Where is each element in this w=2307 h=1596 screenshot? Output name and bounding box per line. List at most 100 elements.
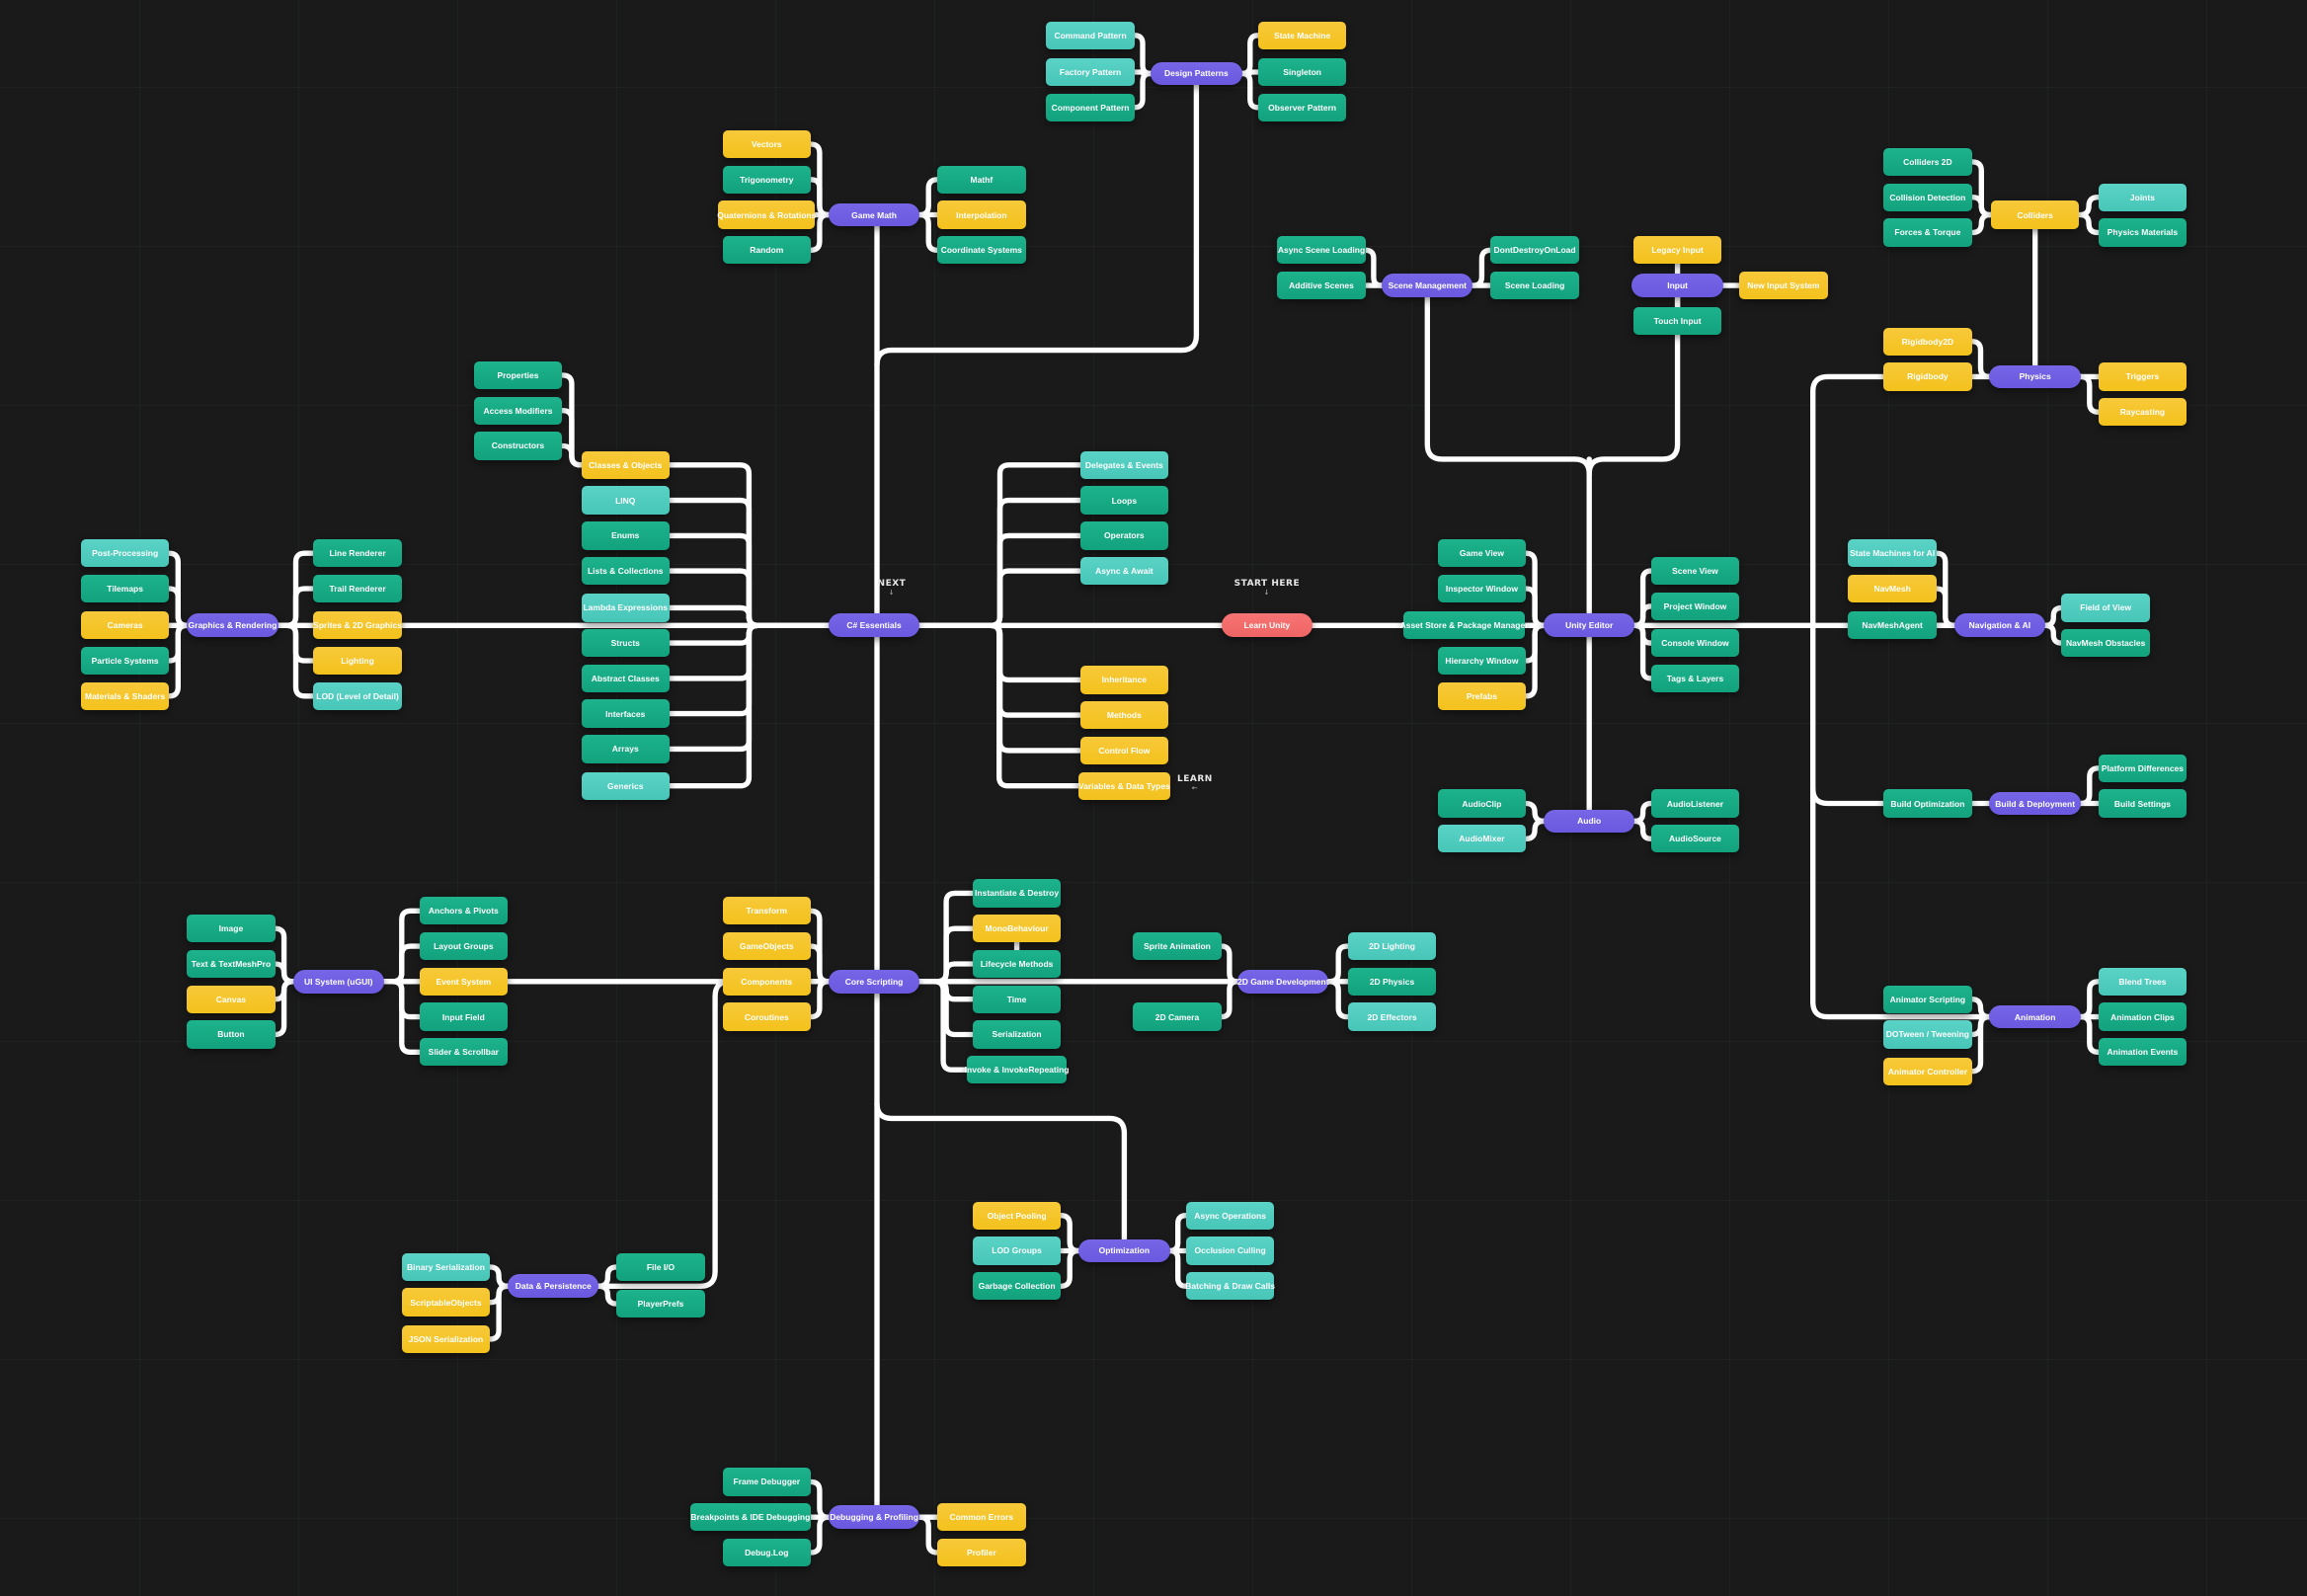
node-singleton[interactable]: Singleton [1257,57,1347,87]
node-generics[interactable]: Generics [581,771,670,800]
node-interfaces[interactable]: Interfaces [581,699,670,728]
node-fov[interactable]: Field of View [2061,594,2150,622]
node-async-scene[interactable]: Async Scene Loading [1277,236,1366,265]
node-transform[interactable]: Transform [722,897,811,925]
node-time[interactable]: Time [972,985,1062,1013]
node-physics[interactable]: Physics [1989,364,2081,389]
node-structs[interactable]: Structs [581,628,670,658]
node-audiolistener[interactable]: AudioListener [1650,789,1740,818]
node-animation-events[interactable]: Animation Events [2098,1038,2188,1067]
node-scene-view[interactable]: Scene View [1650,556,1740,586]
node-materials[interactable]: Materials & Shaders [80,681,170,710]
node-delegates[interactable]: Delegates & Events [1079,450,1169,479]
node-gc[interactable]: Garbage Collection [972,1272,1062,1301]
node-lists[interactable]: Lists & Collections [581,556,670,586]
node-cameras[interactable]: Cameras [80,611,170,640]
node-collision[interactable]: Collision Detection [1883,183,1972,211]
node-event-system[interactable]: Event System [419,967,509,996]
node-components[interactable]: Components [722,967,811,996]
node-profiler[interactable]: Profiler [937,1538,1026,1567]
node-text-tmp[interactable]: Text & TextMeshPro [187,949,276,979]
node-colliders[interactable]: Colliders [1990,200,2080,229]
node-build-opt[interactable]: Build Optimization [1883,789,1972,818]
node-lighting[interactable]: Lighting [313,646,402,676]
node-sprites[interactable]: Sprites & 2D Graphics [313,611,402,640]
node-asset-store[interactable]: Asset Store & Package Manager [1400,611,1529,640]
node-instantiate[interactable]: Instantiate & Destroy [972,879,1062,908]
node-tags-layers[interactable]: Tags & Layers [1650,664,1740,693]
node-control-flow[interactable]: Control Flow [1079,736,1169,765]
node-properties[interactable]: Properties [473,360,563,390]
node-enums[interactable]: Enums [581,521,670,550]
node-inspector[interactable]: Inspector Window [1437,574,1527,603]
node-build-settings[interactable]: Build Settings [2098,789,2188,818]
node-component-pattern[interactable]: Component Pattern [1046,93,1135,121]
node-audio[interactable]: Audio [1544,809,1635,834]
node-input[interactable]: Input [1631,274,1723,297]
node-variables[interactable]: Variables & Data Types [1078,771,1170,800]
node-json-ser[interactable]: JSON Serialization [401,1324,491,1354]
node-scene-mgmt[interactable]: Scene Management [1382,274,1473,297]
node-legacy-input[interactable]: Legacy Input [1632,236,1722,265]
node-state-ai[interactable]: State Machines for AI [1848,539,1937,568]
node-navmeshagent[interactable]: NavMeshAgent [1848,611,1937,640]
node-file-io[interactable]: File I/O [616,1252,705,1282]
node-trig[interactable]: Trigonometry [722,165,811,194]
node-frame-debugger[interactable]: Frame Debugger [722,1468,811,1496]
node-trail-renderer[interactable]: Trail Renderer [313,574,402,603]
node-playerprefs[interactable]: PlayerPrefs [616,1289,705,1318]
node-scriptable[interactable]: ScriptableObjects [401,1288,491,1317]
node-unity-editor[interactable]: Unity Editor [1544,613,1635,638]
node-gameobjects[interactable]: GameObjects [722,931,811,961]
node-tilemaps[interactable]: Tilemaps [80,574,170,603]
node-colliders2d[interactable]: Colliders 2D [1883,147,1972,177]
node-canvas[interactable]: Canvas [187,985,276,1013]
node-hierarchy[interactable]: Hierarchy Window [1437,646,1527,676]
node-state-machine[interactable]: State Machine [1257,21,1347,49]
node-physics2d[interactable]: 2D Physics [1347,967,1437,996]
node-lighting2d[interactable]: 2D Lighting [1347,931,1437,961]
node-physics-materials[interactable]: Physics Materials [2098,218,2188,247]
node-input-field[interactable]: Input Field [419,1002,509,1031]
node-blend-trees[interactable]: Blend Trees [2098,967,2188,996]
node-constructors[interactable]: Constructors [473,432,563,460]
node-nav[interactable]: Navigation & AI [1953,613,2046,638]
node-debugging[interactable]: Debugging & Profiling [828,1505,920,1530]
node-audioclip[interactable]: AudioClip [1437,789,1527,818]
node-console-window[interactable]: Console Window [1650,628,1740,658]
node-button[interactable]: Button [187,1020,276,1049]
node-coord-systems[interactable]: Coordinate Systems [937,236,1026,265]
node-platform[interactable]: Platform Differences [2098,754,2188,782]
node-joints[interactable]: Joints [2098,183,2188,211]
node-raycasting[interactable]: Raycasting [2098,398,2188,427]
node-audiosource[interactable]: AudioSource [1650,825,1740,853]
node-lod[interactable]: LOD (Level of Detail) [313,681,402,710]
node-rigidbody[interactable]: Rigidbody [1883,362,1972,391]
node-interpolation[interactable]: Interpolation [937,200,1026,229]
node-mathf[interactable]: Mathf [937,165,1026,194]
node-binary-ser[interactable]: Binary Serialization [401,1252,491,1282]
node-line-renderer[interactable]: Line Renderer [313,539,402,568]
node-slider[interactable]: Slider & Scrollbar [419,1038,509,1067]
node-quaternions[interactable]: Quaternions & Rotations [717,200,816,229]
node-pooling[interactable]: Object Pooling [972,1201,1062,1230]
node-command[interactable]: Command Pattern [1046,21,1135,49]
node-loops[interactable]: Loops [1079,486,1169,515]
node-effectors2d[interactable]: 2D Effectors [1347,1002,1437,1031]
node-vectors[interactable]: Vectors [722,129,811,159]
node-sprite-anim[interactable]: Sprite Animation [1133,931,1222,961]
node-animation-clips[interactable]: Animation Clips [2098,1002,2188,1031]
node-arrays[interactable]: Arrays [581,735,670,763]
node-random[interactable]: Random [722,236,811,265]
node-batching[interactable]: Batching & Draw Calls [1185,1272,1275,1301]
node-design-patterns[interactable]: Design Patterns [1151,61,1242,86]
node-project-window[interactable]: Project Window [1650,592,1740,621]
node-invoke[interactable]: Invoke & InvokeRepeating [965,1056,1069,1084]
node-camera2d[interactable]: 2D Camera [1133,1002,1222,1031]
node-breakpoints[interactable]: Breakpoints & IDE Debugging [689,1503,811,1532]
node-inheritance[interactable]: Inheritance [1079,666,1169,694]
node-forces[interactable]: Forces & Torque [1883,218,1972,247]
node-additive[interactable]: Additive Scenes [1277,271,1366,300]
node-data[interactable]: Data & Persistence [508,1274,599,1299]
node-coroutines[interactable]: Coroutines [722,1002,811,1031]
